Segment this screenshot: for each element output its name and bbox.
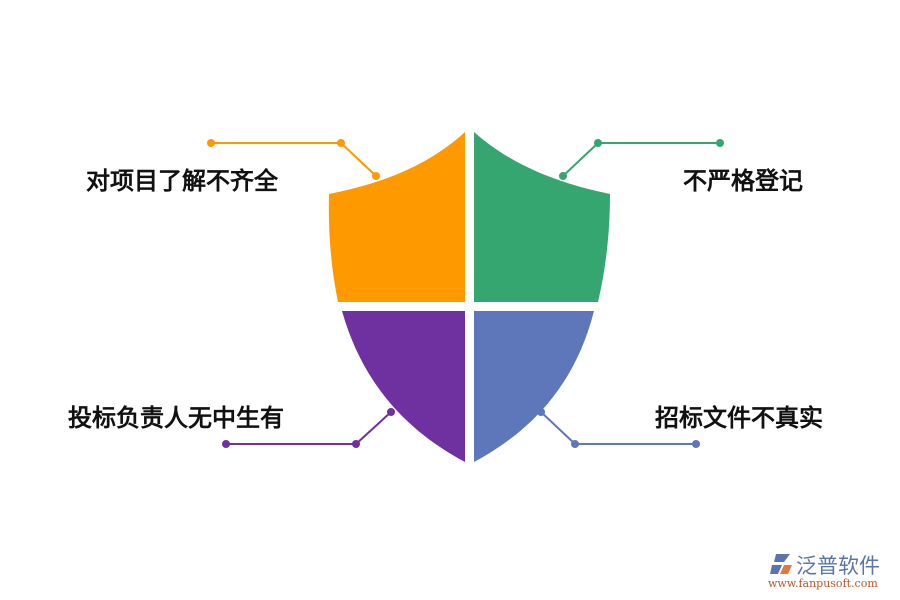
connector-top-right: [559, 139, 724, 180]
label-top-right: 不严格登记: [683, 167, 803, 195]
fanpu-logo: 泛普软件 www.fanpusoft.com: [768, 550, 896, 596]
label-bottom-right: 招标文件不真实: [655, 404, 823, 432]
shield-quadrant-top-left: [328, 132, 465, 302]
shield-quadrant-top-right: [474, 132, 610, 302]
shield-quadrant-bottom-right: [474, 311, 594, 462]
connector-top-left: [207, 139, 380, 180]
connector-bottom-right: [537, 408, 700, 448]
logo-url-text: www.fanpusoft.com: [768, 577, 878, 590]
label-top-left: 对项目了解不齐全: [86, 167, 278, 195]
connector-bottom-left: [222, 408, 395, 448]
logo-brand-text: 泛普软件: [796, 554, 880, 578]
label-bottom-left: 投标负责人无中生有: [68, 404, 284, 432]
fanpu-logo-icon: [770, 554, 792, 574]
shield-quadrant-bottom-left: [342, 311, 465, 462]
